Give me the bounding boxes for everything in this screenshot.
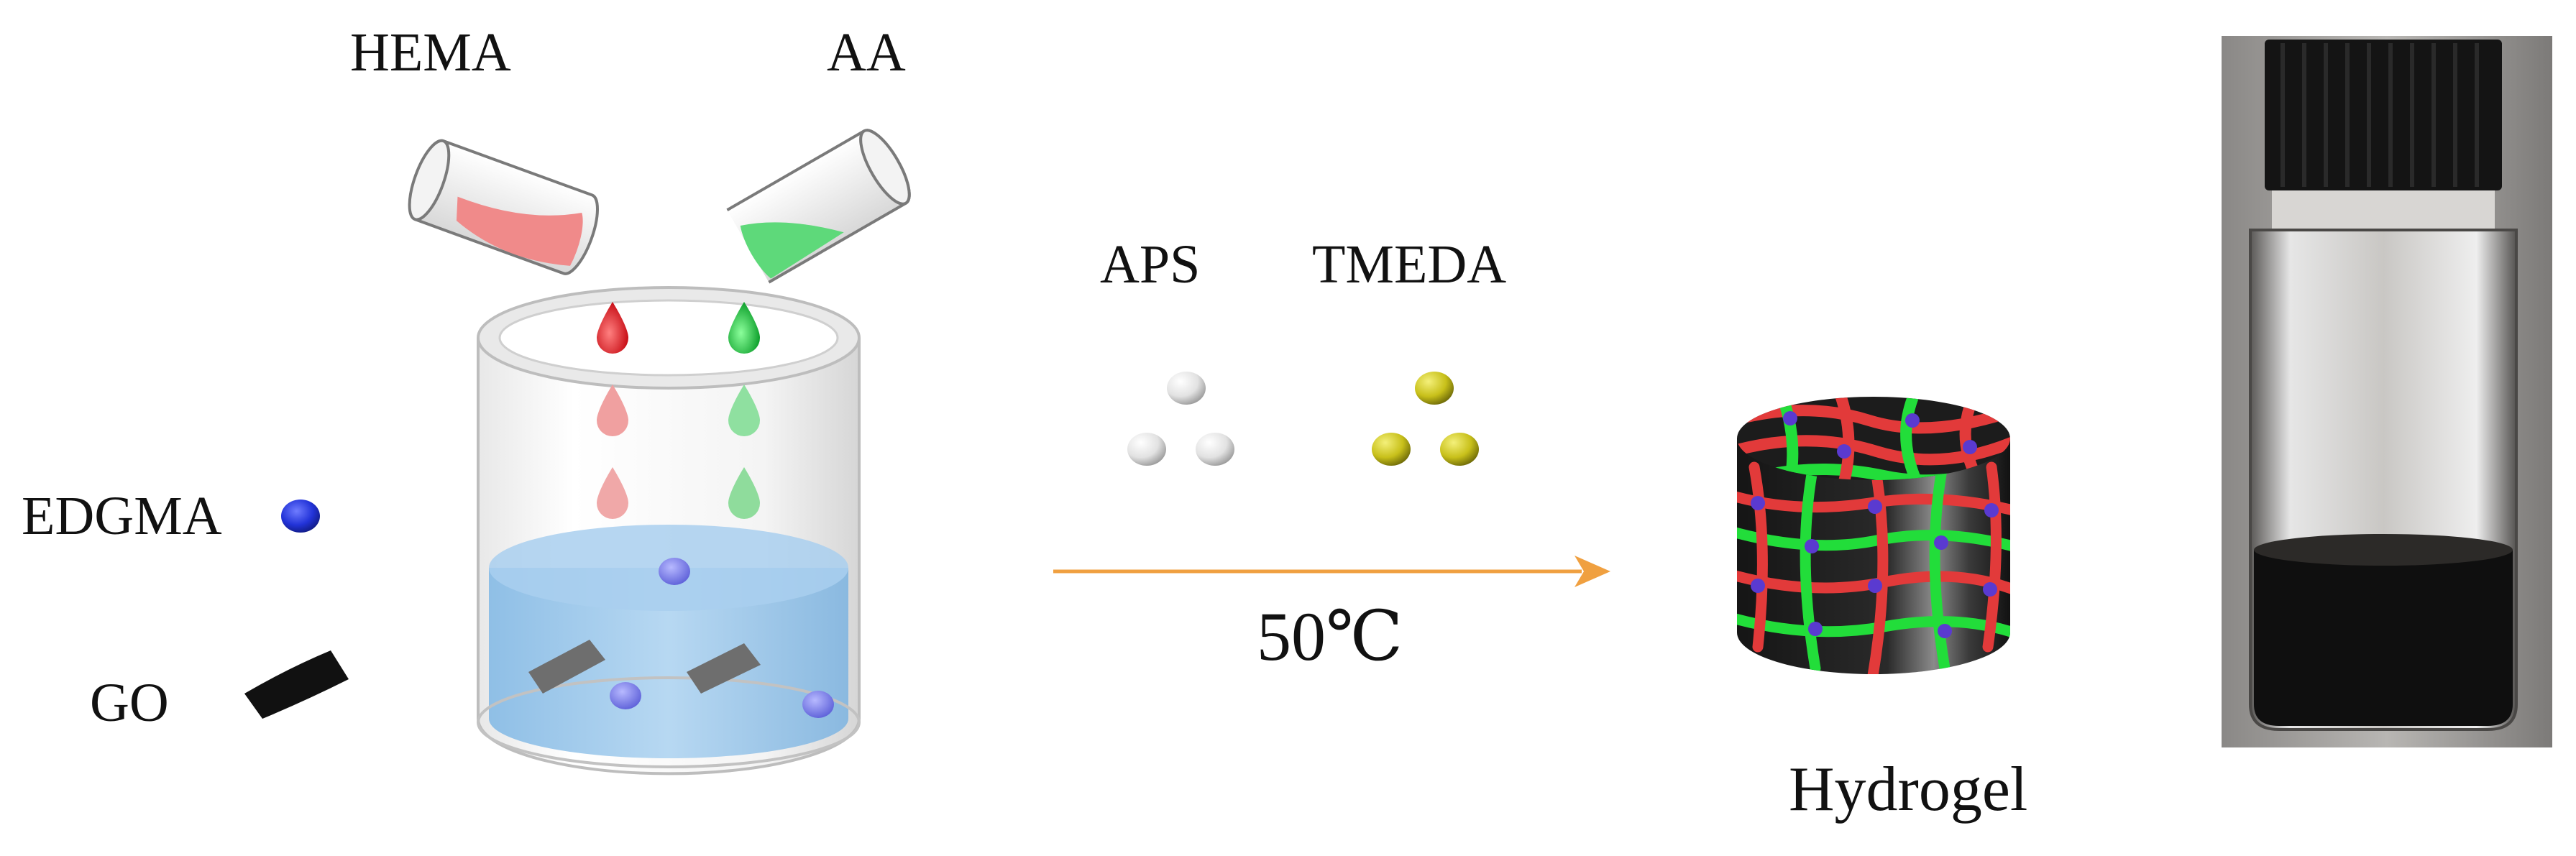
molecule-icon [1196, 433, 1234, 466]
droplet-icon [728, 467, 760, 519]
edgma-molecule-icon [610, 682, 641, 709]
molecule-icon [1372, 433, 1411, 466]
hydrogel-disc-icon [1737, 397, 2010, 674]
hydrogel-label: Hydrogel [1789, 755, 2028, 824]
hema-droplets [597, 302, 628, 519]
tmeda-label: TMEDA [1312, 234, 1507, 295]
hema-test-tube-icon [408, 139, 599, 275]
vial-photo-icon [2222, 36, 2552, 747]
molecule-icon [1167, 372, 1206, 405]
aps-molecules [1127, 372, 1234, 466]
hema-label: HEMA [350, 22, 511, 83]
temperature-label: 50℃ [1257, 598, 1403, 675]
aa-test-tube-icon [726, 129, 911, 284]
droplet-icon [597, 385, 628, 436]
molecule-icon [1127, 433, 1166, 466]
aa-droplets [728, 302, 760, 519]
edgma-molecule-icon [659, 558, 690, 585]
droplet-icon [728, 302, 760, 354]
edgma-molecule-icon [281, 500, 320, 533]
aa-label: AA [827, 22, 906, 83]
tmeda-molecules [1372, 372, 1479, 466]
droplet-icon [597, 302, 628, 354]
edgma-label: EDGMA [22, 486, 222, 546]
arrow-icon [1053, 556, 1610, 587]
aps-label: APS [1100, 234, 1201, 295]
graphene-oxide-sheet-icon [687, 643, 761, 694]
graphene-oxide-sheet-icon [528, 640, 605, 694]
graphene-oxide-sheet-icon [244, 650, 349, 719]
droplet-icon [597, 467, 628, 519]
molecule-icon [1440, 433, 1479, 466]
molecule-icon [1415, 372, 1454, 405]
droplet-icon [728, 385, 760, 436]
beaker-icon [477, 286, 861, 776]
go-label: GO [90, 673, 169, 733]
edgma-molecule-icon [802, 691, 834, 718]
